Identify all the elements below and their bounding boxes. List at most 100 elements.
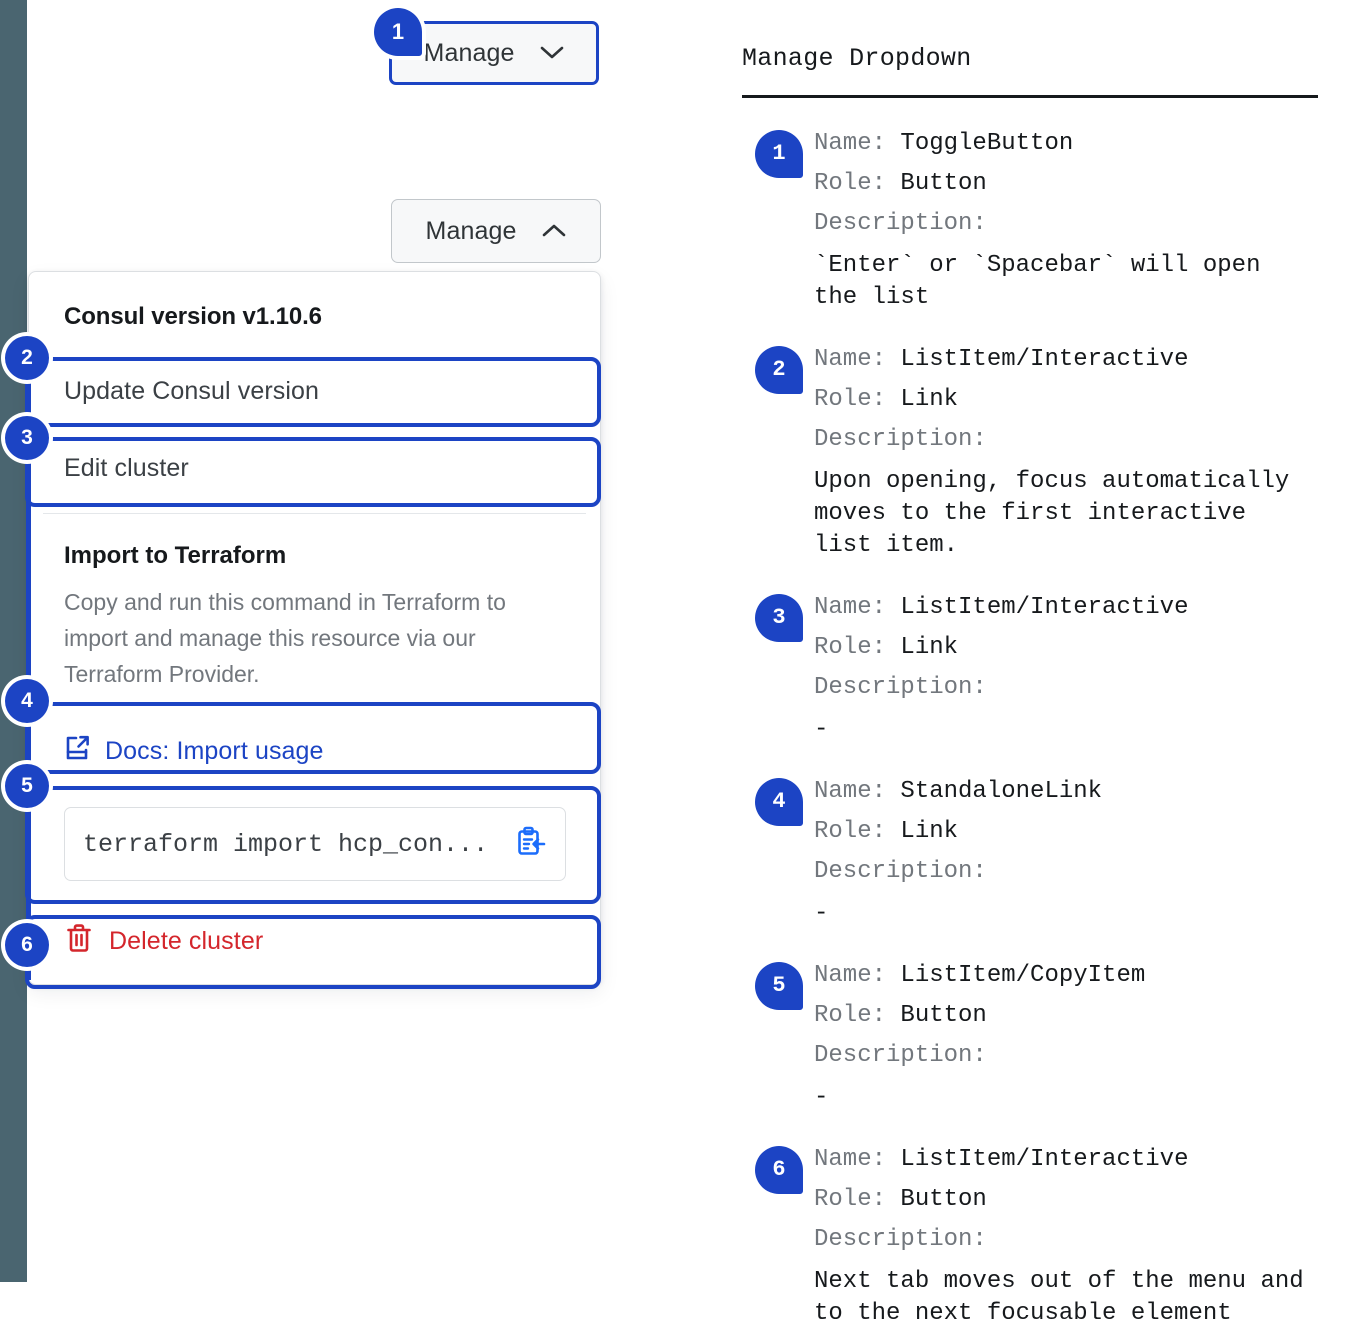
spec-description-value: - [814,716,829,743]
component-demo-column: Manage 1 Manage Consul version v1.10.6 U… [0,0,700,1282]
left-edge-rail [0,0,27,1282]
manage-dropdown-panel: Consul version v1.10.6 Update Consul ver… [28,271,601,985]
marker-badge-label: 6 [772,1157,786,1182]
spec-name-line: Name: ListItem/CopyItem [814,956,1342,996]
spec-description-label: Description: [814,426,987,453]
spec-name-line: Name: ListItem/Interactive [814,588,1342,628]
marker-badge-label: 2 [772,357,786,382]
spec-name-value: ListItem/Interactive [900,346,1189,373]
spec-entry-list: 1 Name: ToggleButton Role: Button Descri… [742,124,1342,1330]
spec-role-line: Role: Link [814,628,1342,668]
marker-badge-4: 4 [755,778,803,826]
marker-badge-label: 2 [21,346,33,369]
spec-description-label: Description: [814,210,987,237]
marker-badge-2: 2 [5,336,49,380]
terraform-command-row: terraform import hcp_con... [29,791,600,903]
docs-import-usage-label: Docs: Import usage [105,737,324,765]
spec-role-value: Button [900,1186,987,1213]
marker-badge-6: 6 [755,1146,803,1194]
spec-role-value: Link [900,386,959,413]
spec-role-label: Role: [814,1002,887,1029]
marker-badge-4: 4 [5,679,49,723]
spec-role-value: Link [900,634,959,661]
trash-icon [65,923,93,960]
marker-connector-line [26,360,31,980]
spec-name-value: StandaloneLink [900,778,1103,805]
spec-name-value: ListItem/Interactive [900,594,1189,621]
spec-description-label: Description: [814,1226,987,1253]
spec-name-label: Name: [814,594,887,621]
manage-toggle-open-label: Manage [425,216,517,245]
spec-role-line: Role: Link [814,812,1342,852]
spec-description-label: Description: [814,674,987,701]
spec-role-label: Role: [814,634,887,661]
import-to-terraform-body: Copy and run this command in Terraform t… [64,589,506,687]
spec-name-line: Name: StandaloneLink [814,772,1342,812]
spec-name-value: ListItem/Interactive [900,1146,1189,1173]
spec-name-label: Name: [814,1146,887,1173]
marker-badge-5: 5 [755,962,803,1010]
spec-entry: 4 Name: StandaloneLink Role: Link Descri… [742,772,1342,930]
spec-role-value: Link [900,818,959,845]
spec-name-value: ListItem/CopyItem [900,962,1146,989]
spec-role-line: Role: Button [814,996,1342,1036]
marker-badge-3: 3 [5,416,49,460]
dropdown-item-delete-cluster[interactable]: Delete cluster [29,903,600,984]
marker-badge-2: 2 [755,346,803,394]
marker-badge-label: 3 [772,605,786,630]
spec-role-value: Button [900,1002,987,1029]
spec-description-label: Description: [814,1042,987,1069]
dropdown-separator [43,513,586,514]
marker-badge-label: 1 [391,19,405,44]
spec-role-label: Role: [814,1186,887,1213]
spec-name-label: Name: [814,962,887,989]
spec-name-value: ToggleButton [900,130,1074,157]
spec-role-line: Role: Link [814,380,1342,420]
spec-description-value: - [814,1084,829,1111]
marker-badge-label: 6 [21,933,33,956]
marker-badge-6: 6 [5,923,49,967]
spec-role-label: Role: [814,386,887,413]
manage-toggle-label: Manage [423,38,515,67]
spec-role-line: Role: Button [814,1180,1342,1220]
spec-description-value: - [814,900,829,927]
docs-import-usage-link[interactable]: Docs: Import usage [29,712,600,791]
terraform-command-text: terraform import hcp_con... [83,829,489,859]
spec-role-value: Button [900,170,987,197]
marker-badge-label: 3 [21,426,33,449]
spec-name-label: Name: [814,778,887,805]
marker-badge-label: 4 [21,689,33,712]
spec-name-line: Name: ListItem/Interactive [814,1140,1342,1180]
spec-role-label: Role: [814,818,887,845]
terraform-command-field[interactable]: terraform import hcp_con... [64,807,566,881]
dropdown-item-update-consul-version[interactable]: Update Consul version [64,377,320,405]
marker-badge-label: 5 [21,774,33,797]
spec-entry: 1 Name: ToggleButton Role: Button Descri… [742,124,1342,314]
import-to-terraform-title: Import to Terraform [64,542,287,569]
marker-badge-5: 5 [5,764,49,808]
spec-description-value: Upon opening, focus automatically moves … [814,468,1290,559]
spec-description-value: Next tab moves out of the menu and to th… [814,1268,1304,1327]
marker-badge-label: 4 [772,789,786,814]
delete-cluster-label: Delete cluster [109,927,264,955]
marker-badge-1-toggle: 1 [374,8,422,56]
clipboard-copy-icon[interactable] [513,825,547,864]
chevron-up-icon [542,224,566,238]
spec-title-rule [742,95,1318,98]
spec-title: Manage Dropdown [742,44,972,73]
spec-description-label: Description: [814,858,987,885]
spec-role-label: Role: [814,170,887,197]
spec-name-label: Name: [814,130,887,157]
spec-name-line: Name: ToggleButton [814,124,1342,164]
spec-entry: 6 Name: ListItem/Interactive Role: Butto… [742,1140,1342,1330]
spec-description-value: `Enter` or `Spacebar` will open the list [814,252,1261,311]
spec-entry: 5 Name: ListItem/CopyItem Role: Button D… [742,956,1342,1114]
spec-entry: 3 Name: ListItem/Interactive Role: Link … [742,588,1342,746]
docs-external-link-icon [64,734,91,769]
manage-toggle-button-open[interactable]: Manage [391,199,601,263]
dropdown-item-edit-cluster[interactable]: Edit cluster [64,454,189,482]
spec-name-line: Name: ListItem/Interactive [814,340,1342,380]
marker-badge-label: 5 [772,973,786,998]
consul-version-heading: Consul version v1.10.6 [64,303,322,330]
marker-badge-3: 3 [755,594,803,642]
